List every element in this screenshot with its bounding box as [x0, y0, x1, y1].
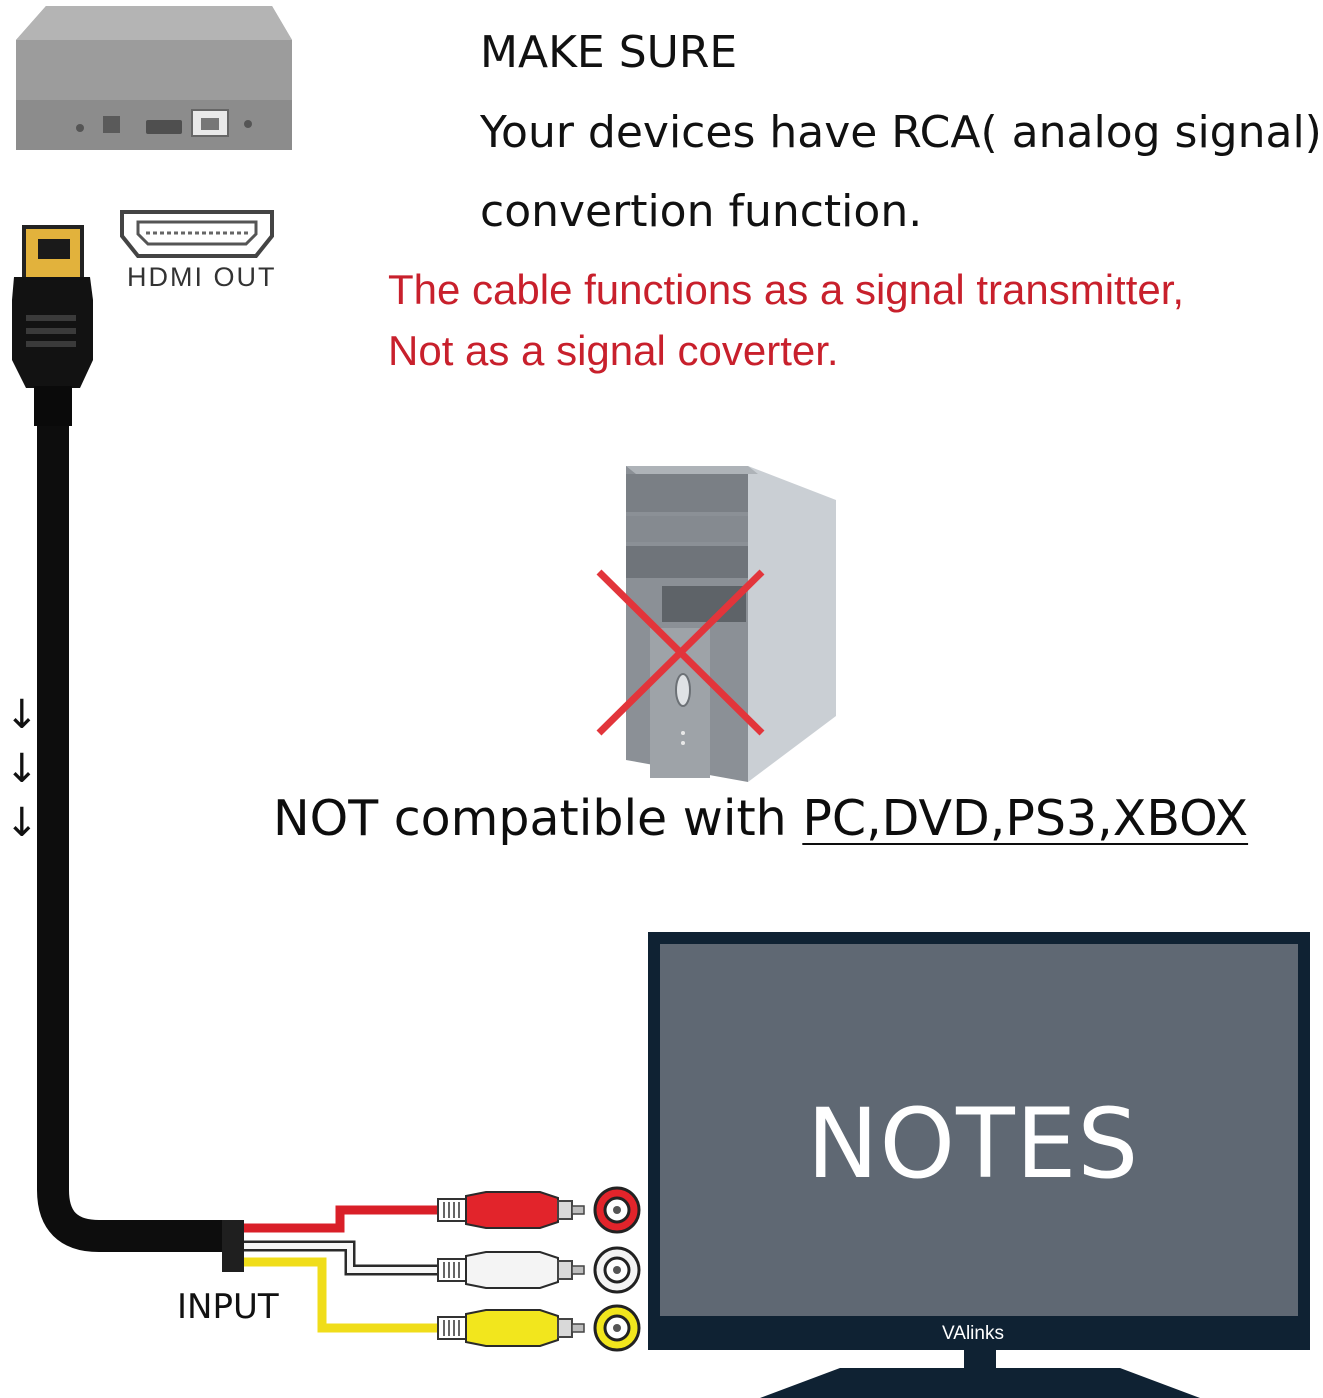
warning-line-2: Not as a signal coverter.: [388, 327, 839, 374]
make-sure-heading: MAKE SURE: [480, 27, 738, 78]
cross-mark-icon: [596, 569, 765, 736]
hdmi-plug-icon: [12, 225, 93, 426]
tv-brand-label: VAlinks: [942, 1323, 1004, 1344]
wire-yellow: [244, 1257, 440, 1333]
compatibility-note: NOT compatible with PC,DVD,PS3,XBOX: [273, 790, 1248, 847]
wire-red: [244, 1205, 440, 1233]
down-arrow-icon: ↓: [5, 692, 39, 738]
incompatible-devices: PC,DVD,PS3,XBOX: [802, 790, 1249, 847]
cable-splitter: [222, 1220, 244, 1272]
tv-box-icon: [16, 6, 292, 150]
input-label: INPUT: [177, 1287, 279, 1327]
hdmi-port-icon: [120, 210, 274, 258]
rca-jack-icon: [593, 1186, 641, 1234]
signal-direction-arrows: ↓ ↓ ↓: [5, 688, 39, 850]
requirement-line-2: convertion function.: [480, 186, 923, 237]
down-arrow-icon: ↓: [5, 800, 39, 846]
hdmi-out-label: HDMI OUT: [127, 262, 277, 292]
rca-jack-icon: [593, 1246, 641, 1294]
rca-plug-icon: [437, 1309, 585, 1347]
rca-plug-icon: [437, 1251, 585, 1289]
pc-tower-icon: [626, 466, 836, 782]
tv-screen-title: NOTES: [806, 1088, 1140, 1200]
rca-plug-icon: [437, 1191, 585, 1229]
hdmi-cable: [37, 426, 230, 1252]
rca-jack-icon: [593, 1304, 641, 1352]
down-arrow-icon: ↓: [5, 746, 39, 792]
requirement-line-1: Your devices have RCA( analog signal): [480, 107, 1322, 158]
television-icon: [648, 932, 1310, 1398]
warning-line-1: The cable functions as a signal transmit…: [388, 266, 1185, 313]
compatibility-prefix: NOT compatible with: [273, 790, 803, 847]
